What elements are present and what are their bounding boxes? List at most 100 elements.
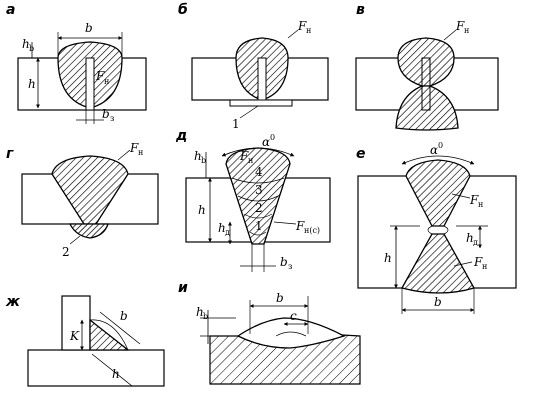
layer-3-d: 3 [255,183,263,197]
label-alpha-e: α [430,143,438,157]
label-fn-sub-g: н [138,148,143,157]
label-b3-sub-a: з [110,114,114,123]
callout-1-b: 1 [232,117,240,131]
label-hd-e: h [466,231,474,245]
label-fn-v: F [455,19,465,33]
panel-d: д 4 3 2 1 α 0 F н h b h h д F н(с) b з [175,128,331,272]
dim-b-zh [99,311,141,345]
label-fn-top-sub-e: н [478,200,483,209]
panel-letter-b: б [178,2,188,18]
panel-g: г F н 2 [6,141,159,259]
root-gap-v [421,57,431,111]
bead-ripple [275,331,307,337]
label-fn-sub-b: н [306,26,311,35]
weld-bead-g [51,155,129,225]
leader-line [69,235,81,245]
label-b-zh: b [120,309,128,323]
base-plate-zh [27,349,165,387]
weld-bead-bottom-v [395,85,459,131]
label-hb-i: h [196,305,204,319]
leader-line [443,29,457,41]
label-h-d: h [198,203,206,217]
surfacing-bead-i [236,317,346,349]
label-alpha-sup-e: 0 [438,141,443,150]
label-b3-d: b [280,255,288,269]
label-hd-d: h [218,221,226,235]
label-hd-sub-e: д [473,238,478,247]
leader-line [287,29,299,39]
callout-2-g: 2 [62,245,70,259]
root-gap-b [257,57,267,101]
layer-4-d: 4 [255,165,263,179]
dim-alpha-d [221,147,295,157]
panel-letter-v: в [356,2,365,18]
weld-bead-top-v [397,37,455,87]
dim-alpha-e [401,155,475,165]
panel-letter-d: д [175,128,187,144]
label-hd-sub-d: д [225,228,230,237]
label-h-a: h [28,77,36,91]
panel-letter-e: е [356,146,366,162]
pass-boundary [243,213,273,219]
leader-line [117,149,131,161]
label-fnc-d: F [295,219,305,233]
label-fn-sub-d: н [248,156,253,165]
label-alpha-sup-d: 0 [270,133,275,142]
panel-b: б F н 1 [178,2,329,131]
panel-letter-g: г [6,146,14,162]
label-hb-d: h [194,149,202,163]
panel-letter-zh: ж [5,294,21,310]
panel-letter-a: а [6,2,15,18]
leader-line [273,221,297,225]
panel-v: в F н [355,2,499,131]
pass-boundary [237,195,279,202]
panel-letter-i: и [178,280,188,296]
backing-strip-b [229,99,293,107]
label-h-e: h [384,251,392,265]
label-alpha-d: α [262,135,270,149]
leader-line [453,261,473,267]
label-h-zh: h [112,367,120,381]
label-fn-bot-sub-e: н [482,262,487,271]
panel-zh: ж K b h [5,294,165,387]
weld-bead-top-e [405,159,471,227]
panel-a: а b h b h F н b з [6,2,147,124]
panel-e: е α 0 F н F н h h д b [356,141,517,314]
fillet-convex [89,319,129,351]
label-b3-a: b [102,107,110,121]
dim-h-zh [91,353,133,387]
label-b-i: b [276,291,284,305]
pass-boundary [231,177,285,184]
label-fn-sub-v: н [464,26,469,35]
label-fn-bot-e: F [473,255,483,269]
label-fn-sub-a: н [104,77,109,86]
leader-line [451,193,471,199]
root-gap-a [85,57,95,111]
label-hb-a: h [22,37,30,51]
label-hb-sub-a: b [29,44,34,53]
pass-boundary [249,231,267,236]
label-k-zh: K [69,329,80,343]
leader-line [239,105,259,119]
label-fn-b: F [297,19,307,33]
label-fn-top-e: F [469,193,479,207]
label-b3-sub-d: з [288,262,292,271]
weld-outline [427,225,449,235]
root-pass-g [68,223,109,239]
label-fn-a: F [95,69,105,83]
fillet-weld-zh [89,318,130,351]
label-b-e: b [434,295,442,309]
label-b-a: b [85,21,93,35]
label-fnc-sub-d: н(с) [304,226,320,235]
layer-1-d: 1 [255,219,263,233]
label-c-i: c [290,309,297,323]
label-fn-g: F [129,141,139,155]
upright-plate-zh [61,295,91,351]
label-hb-sub-d: b [201,156,206,165]
label-hb-sub-i: b [203,312,208,321]
label-fn-d: F [239,149,249,163]
panel-i: и b c h b [178,280,361,385]
layer-2-d: 2 [255,201,263,215]
